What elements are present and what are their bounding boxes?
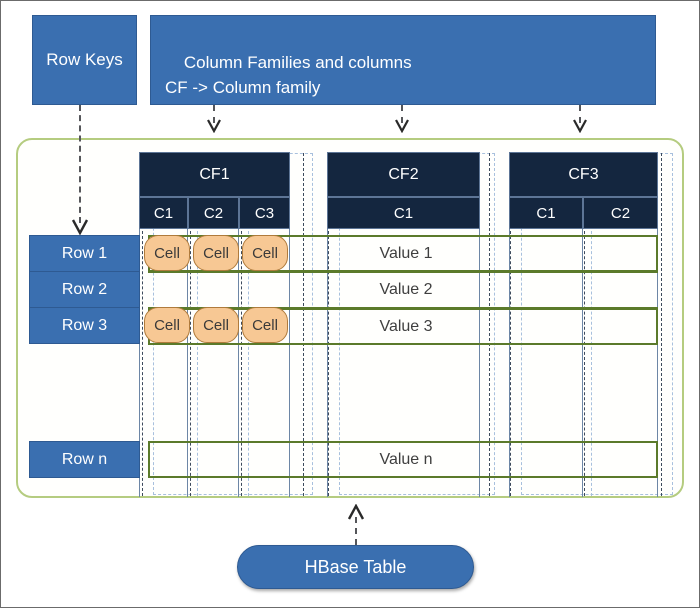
- colrule-cf2-right: [479, 229, 480, 497]
- cf1-c1c2-dash: [190, 231, 191, 496]
- cell-row3-c1-label: Cell: [154, 316, 180, 334]
- colrule-cf1-c3: [238, 229, 239, 497]
- cf1-c3-label: C3: [254, 204, 275, 222]
- cf1-c2c3-dash: [241, 231, 242, 496]
- cf3-c1-label: C1: [536, 204, 556, 222]
- column-header-cf1-c3: C3: [239, 197, 290, 229]
- colrule-cf1-left: [139, 229, 140, 497]
- row-key-label-n: Row n: [29, 441, 140, 478]
- cell-row1-cf1-c2: Cell: [193, 235, 239, 271]
- hbase-table-caption: HBase Table: [237, 545, 474, 589]
- column-header-cf3-c2: C2: [583, 197, 658, 229]
- cf3-c1c2-ghost: [591, 231, 592, 496]
- cf2-c1-label: C1: [393, 204, 414, 222]
- cf3-right-dash: [661, 153, 662, 496]
- connector-hbase-arrow-icon: [347, 504, 365, 520]
- column-header-cf3-c1: C1: [509, 197, 583, 229]
- cf3-label: CF3: [568, 165, 599, 183]
- row-2-key-text: Row 2: [61, 280, 108, 298]
- legend-columns-text: Column Families and columns CF -> Column…: [165, 53, 412, 122]
- legend-row-keys-label: Row Keys: [46, 50, 123, 69]
- cell-row3-c3-label: Cell: [252, 316, 278, 334]
- cell-row3-cf1-c3: Cell: [242, 307, 288, 343]
- cell-row1-c2-label: Cell: [203, 244, 229, 262]
- connector-cf3-arrow-icon: [573, 119, 587, 133]
- cf1-c2c3-ghost: [248, 231, 249, 496]
- colrule-cf1-c2: [187, 229, 188, 497]
- legend-columns-box: Column Families and columns CF -> Column…: [150, 15, 656, 122]
- connector-rowkeys-arrow-icon: [71, 219, 89, 235]
- cf2-left-dash: [328, 231, 329, 496]
- row-key-label-2: Row 2: [29, 271, 140, 308]
- row-n-key-text: Row n: [61, 450, 108, 468]
- cf3-c1c2-dash: [584, 231, 585, 496]
- value-row-rule-2-bottom: [148, 307, 658, 309]
- legend-row-keys-box: Row Keys: [32, 15, 137, 105]
- column-family-header-cf1: CF1: [139, 152, 290, 197]
- cf1-c1c2-ghost: [197, 231, 198, 496]
- cf1-label: CF1: [199, 165, 230, 183]
- value-row-rule-2-top: [148, 271, 658, 273]
- connector-rowkeys-line: [79, 105, 81, 223]
- cf3-left-dash: [510, 231, 511, 496]
- colrule-cf3-left: [509, 229, 510, 497]
- column-header-cf1-c2: C2: [188, 197, 239, 229]
- value-row-box-n: [148, 441, 658, 478]
- connector-cf3-line: [579, 105, 581, 123]
- connector-cf1-line: [213, 105, 215, 123]
- cell-row3-cf1-c2: Cell: [193, 307, 239, 343]
- cf1-right-dash: [303, 153, 304, 496]
- cell-row3-cf1-c1: Cell: [144, 307, 190, 343]
- cell-row1-cf1-c1: Cell: [144, 235, 190, 271]
- cf2-label: CF2: [388, 165, 419, 183]
- cell-row1-c3-label: Cell: [252, 244, 278, 262]
- colrule-cf2-left: [327, 229, 328, 497]
- colrule-cf3-right: [657, 229, 658, 497]
- colrule-cf1-right: [289, 229, 290, 497]
- connector-cf1-arrow-icon: [207, 119, 221, 133]
- connector-cf2-line: [401, 105, 403, 123]
- cell-row1-cf1-c3: Cell: [242, 235, 288, 271]
- column-family-header-cf2: CF2: [327, 152, 480, 197]
- cf1-c1-label: C1: [153, 204, 174, 222]
- column-family-header-cf3: CF3: [509, 152, 658, 197]
- cell-row3-c2-label: Cell: [203, 316, 229, 334]
- row-3-key-text: Row 3: [61, 316, 108, 334]
- cf1-c2-label: C2: [203, 204, 224, 222]
- row-1-key-text: Row 1: [61, 244, 108, 262]
- cf3-c2-label: C2: [610, 204, 631, 222]
- cf1-left-dash: [142, 231, 143, 496]
- connector-cf2-arrow-icon: [395, 119, 409, 133]
- row-key-label-3: Row 3: [29, 307, 140, 344]
- column-header-cf1-c1: C1: [139, 197, 188, 229]
- hbase-table-label: HBase Table: [304, 556, 407, 577]
- connector-hbase-line: [355, 517, 357, 545]
- column-header-cf2-c1: C1: [327, 197, 480, 229]
- cell-row1-c1-label: Cell: [154, 244, 180, 262]
- colrule-cf3-c2: [582, 229, 583, 497]
- cf2-right-dash: [489, 153, 490, 496]
- row-key-label-1: Row 1: [29, 235, 140, 272]
